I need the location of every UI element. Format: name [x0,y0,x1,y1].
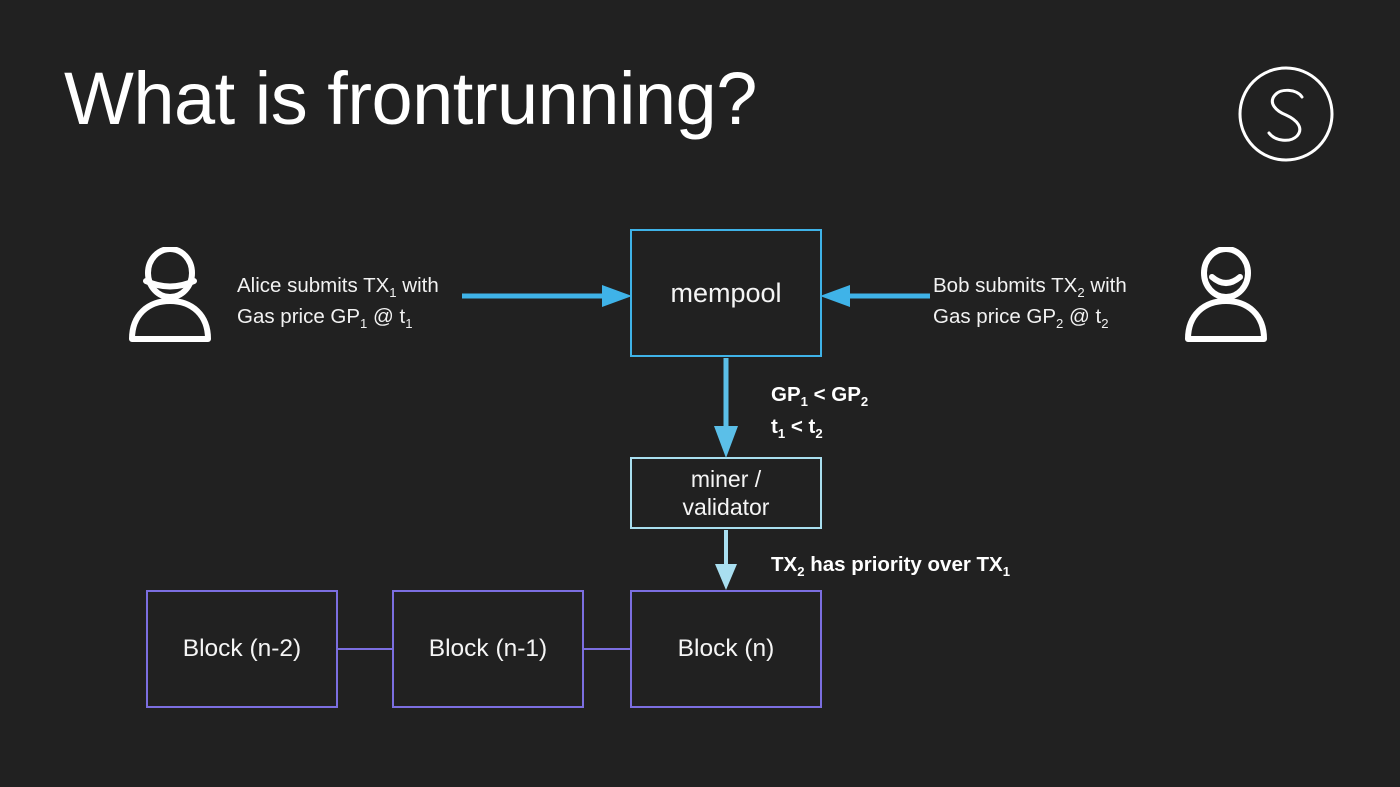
caption-alice-line2: Gas price GP1 @ t1 [237,305,413,331]
block-label: Block (n) [677,635,775,662]
mempool-node: mempool [630,229,822,357]
block-n: Block (n) [630,590,822,708]
block-label: Block (n-1) [428,635,548,662]
caption-bob: Bob submits TX2 with Gas price GP2 @ t2 [933,270,1127,332]
caption-bob-line1: Bob submits TX2 with [933,274,1127,300]
arrow-miner-to-block [710,530,742,590]
arrow-alice-to-mempool [462,285,632,307]
caption-alice: Alice submits TX1 with Gas price GP1 @ t… [237,270,439,332]
annotation-gas-line2: t1 < t2 [771,415,823,441]
block-n-minus-2: Block (n-2) [146,590,338,708]
annotation-gas-line1: GP1 < GP2 [771,383,869,409]
block-n-minus-1: Block (n-1) [392,590,584,708]
block-connector-1 [337,648,393,650]
annotation-priority: TX2 has priority over TX1 [771,553,1011,579]
annotation-gas-compare: GP1 < GP2 t1 < t2 [771,379,868,443]
person-icon-bob [1182,246,1270,343]
caption-alice-line1: Alice submits TX1 with [237,274,439,300]
arrow-mempool-to-miner [710,358,742,458]
circle-s-logo [1236,64,1336,164]
page-title: What is frontrunning? [64,57,757,140]
miner-label-line2: validator [682,494,770,520]
arrow-bob-to-mempool [820,285,930,307]
miner-validator-node: miner / validator [630,457,822,529]
mempool-label: mempool [670,277,782,308]
caption-bob-line2: Gas price GP2 @ t2 [933,305,1109,331]
block-label: Block (n-2) [182,635,302,662]
person-icon-alice [126,246,214,343]
block-connector-2 [583,648,631,650]
miner-label-line1: miner / [690,466,762,492]
